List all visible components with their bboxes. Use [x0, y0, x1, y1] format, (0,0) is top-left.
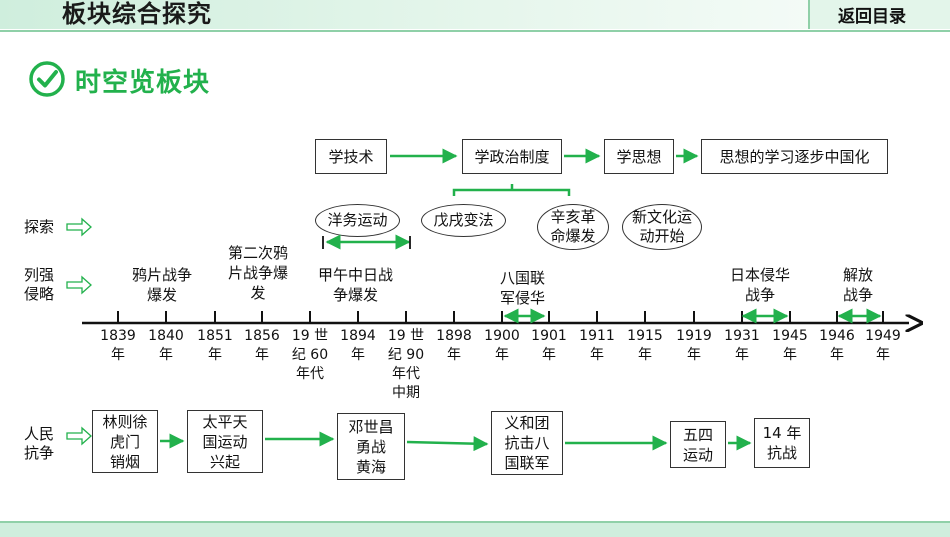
timeline-label-line: 1919: [676, 328, 712, 344]
timeline-label-line: 年: [638, 347, 652, 363]
invasion-event-opium-war: 鸦片战争爆发: [132, 266, 193, 304]
timeline-label: 1915 年: [623, 327, 667, 365]
timeline-label-line: 年: [159, 347, 173, 363]
timeline-label-line: 19 世: [387, 328, 425, 344]
timeline-label-line: 纪 60: [291, 347, 329, 363]
timeline-label: 1851 年: [193, 327, 237, 365]
timeline-label-line: 年: [208, 347, 222, 363]
timeline-label-line: 1894: [340, 328, 376, 344]
row-label-resistance: 人民 抗争: [24, 425, 54, 463]
timeline-label-line: 年: [255, 347, 269, 363]
timeline-label-line: 年: [495, 347, 509, 363]
timeline-label: 19 世纪 60 年代: [288, 327, 332, 384]
timeline-label-line: 年: [542, 347, 556, 363]
timeline-label-line: 1900: [484, 328, 520, 344]
stage-box-technology: 学技术: [315, 139, 387, 174]
resistance-arrow: [406, 436, 489, 452]
back-tab: [808, 0, 950, 29]
timeline-label: 1856 年: [240, 327, 284, 365]
invasion-event-japanese-invasion: 日本侵华战争: [730, 266, 791, 304]
invasion-event-sino-japanese-war: 甲午中日战争爆发: [318, 266, 394, 304]
row-label-line: 侵略: [24, 285, 55, 303]
explore-event-xinhai-revolution: 辛亥革命爆发: [537, 204, 609, 250]
timeline-label-line: 年: [111, 347, 125, 363]
invasion-event-second-opium-war: 第二次鸦片战争爆发: [228, 244, 289, 302]
timeline-label-line: 年: [351, 347, 365, 363]
explore-event-reform-1898: 戊戌变法: [421, 204, 506, 237]
page-heading: 时空览板块: [75, 68, 211, 98]
resistance-event-14-year-war: 14 年抗战: [754, 418, 810, 468]
section-title: 板块综合探究: [62, 0, 212, 28]
row-label-line: 抗争: [24, 444, 55, 462]
stage-label: 学技术: [328, 147, 374, 166]
check-circle-icon: [29, 61, 65, 97]
row-label-line: 人民: [24, 425, 55, 443]
resistance-event-lin-zexu: 林则徐虎门销烟: [92, 410, 158, 473]
timeline-label: 1931 年: [720, 327, 764, 365]
timeline-label-line: 年: [447, 347, 461, 363]
timeline-label-line: 19 世: [291, 328, 329, 344]
timeline-label-line: 1949: [865, 328, 901, 344]
timeline-label-line: 1901: [531, 328, 567, 344]
timeline-label-line: 年: [735, 347, 749, 363]
timeline-label-line: 年: [590, 347, 604, 363]
section-banner: [0, 0, 820, 29]
stage-label: 学思想: [616, 147, 662, 166]
invasion-event-liberation-war: 解放战争: [843, 266, 874, 304]
timeline-label-line: 1946: [819, 328, 855, 344]
timeline-label-line: 年代: [296, 366, 324, 382]
resistance-event-boxer: 义和团抗击八国联军: [491, 411, 563, 475]
timeline-label: 1901 年: [527, 327, 571, 365]
timeline-label-line: 年: [783, 347, 797, 363]
explore-event-new-culture: 新文化运动开始: [622, 204, 702, 250]
timeline-label-line: 纪 90: [387, 347, 425, 363]
invasion-event-eight-nation-alliance: 八国联军侵华: [500, 269, 546, 307]
timeline-label: 1900 年: [480, 327, 524, 365]
timeline-label: 1949 年: [861, 327, 905, 365]
row-label-explore: 探索: [24, 218, 55, 236]
stage-brace: [452, 184, 571, 196]
timeline-label-line: 年代: [392, 366, 420, 382]
stage-label: 思想的学习逐步中国化: [719, 147, 870, 166]
timeline-label-line: 1840: [148, 328, 184, 344]
resistance-row-arrow-icon: [66, 426, 92, 446]
stage-box-thought: 学思想: [604, 139, 674, 174]
timeline-label: 1894 年: [336, 327, 380, 365]
timeline-label-line: 1931: [724, 328, 760, 344]
explore-row-arrow-icon: [66, 217, 92, 237]
stage-box-political-system: 学政治制度: [462, 139, 562, 174]
row-label-invasion: 列强 侵略: [24, 266, 54, 304]
timeline-label: 1898 年: [432, 327, 476, 365]
timeline-label: 1840 年: [144, 327, 188, 365]
resistance-event-taiping: 太平天国运动兴起: [187, 410, 263, 473]
invasion-row-arrow-icon: [66, 275, 92, 295]
timeline-label-line: 1945: [772, 328, 808, 344]
timeline-label-line: 1898: [436, 328, 472, 344]
timeline-label-line: 年: [830, 347, 844, 363]
timeline-label-line: 1911: [579, 328, 615, 344]
resistance-event-may-fourth: 五四运动: [670, 421, 726, 468]
timeline-label: 1839 年: [96, 327, 140, 365]
timeline-label-line: 年: [687, 347, 701, 363]
explore-event-westernization: 洋务运动: [315, 204, 400, 237]
timeline-label-line: 中期: [392, 385, 420, 401]
timeline-label-line: 1851: [197, 328, 233, 344]
stage-label: 学政治制度: [474, 147, 550, 166]
timeline-label: 19 世纪 90 年代中期: [384, 327, 428, 403]
timeline-label: 1911 年: [575, 327, 619, 365]
timeline-label: 1945 年: [768, 327, 812, 365]
timeline-label-line: 1839: [100, 328, 136, 344]
timeline-label: 1919 年: [672, 327, 716, 365]
stage-box-sinicization: 思想的学习逐步中国化: [701, 139, 888, 174]
timeline-label-line: 1856: [244, 328, 280, 344]
back-to-contents-button[interactable]: 返回目录: [838, 7, 906, 27]
row-label-line: 列强: [24, 266, 55, 284]
footer-bar: [0, 521, 950, 537]
timeline-label-line: 年: [876, 347, 890, 363]
resistance-event-deng-shichang: 邓世昌勇战黄海: [337, 413, 405, 480]
timeline-label: 1946 年: [815, 327, 859, 365]
timeline-label-line: 1915: [627, 328, 663, 344]
